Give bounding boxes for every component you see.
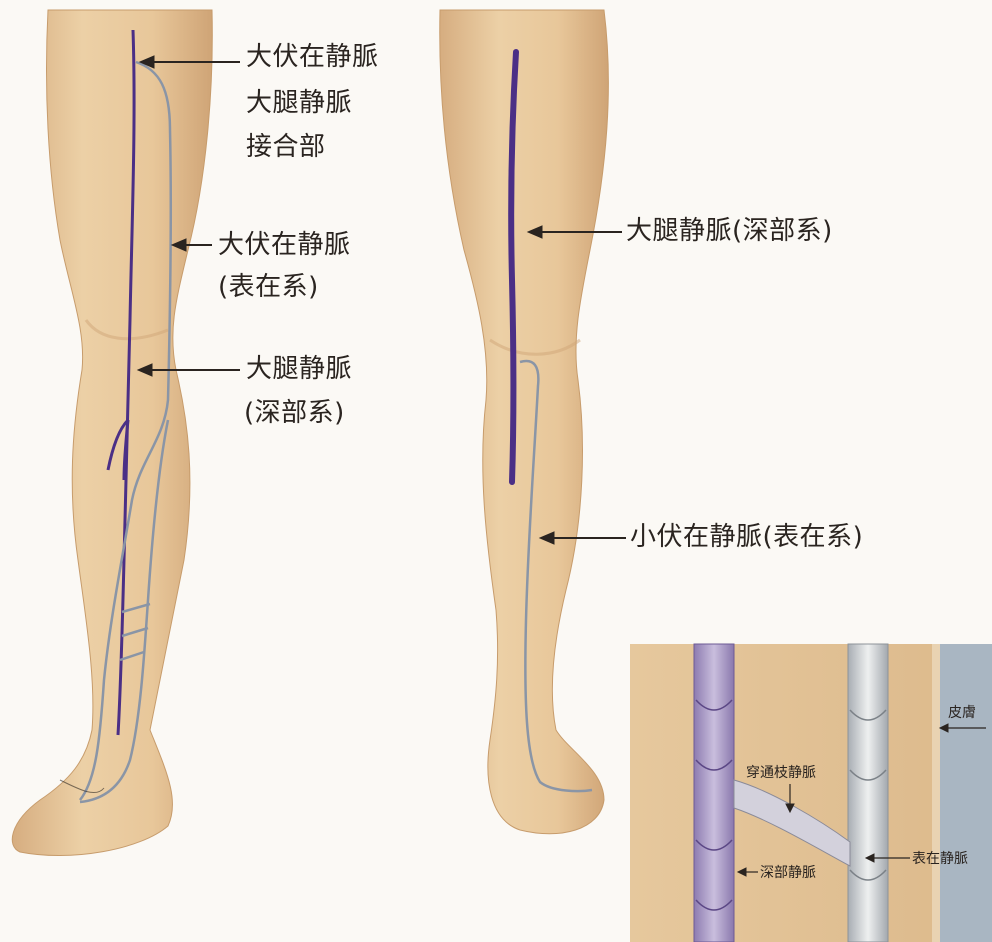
label-great-saphenous-line-2: (表在系) [218,268,319,306]
back-leg-silhouette [440,10,609,834]
label-small-saphenous: 小伏在静脈(表在系) [630,518,863,556]
label-junction-line-1: 大伏在静脈 [246,38,379,76]
label-front-femoral-line-1: 大腿静脈 [246,350,352,388]
label-inset-perforator: 穿通枝静脈 [746,764,816,782]
inset-superficial-vein [848,644,888,942]
label-front-femoral-line-2: (深部系) [244,394,345,432]
label-inset-skin: 皮膚 [948,704,976,722]
label-back-femoral: 大腿静脈(深部系) [626,212,833,250]
inset-deep-vein [694,644,734,942]
label-great-saphenous-line-1: 大伏在静脈 [218,226,351,264]
front-leg-silhouette [12,10,212,856]
front-leg [12,10,212,856]
label-inset-superficial: 表在静脈 [912,850,968,868]
back-leg [440,10,609,834]
vein-inset [630,644,992,942]
label-junction-line-2: 大腿静脈 [246,84,352,122]
label-junction-line-3: 接合部 [246,128,326,166]
label-inset-deep: 深部静脈 [760,864,816,882]
